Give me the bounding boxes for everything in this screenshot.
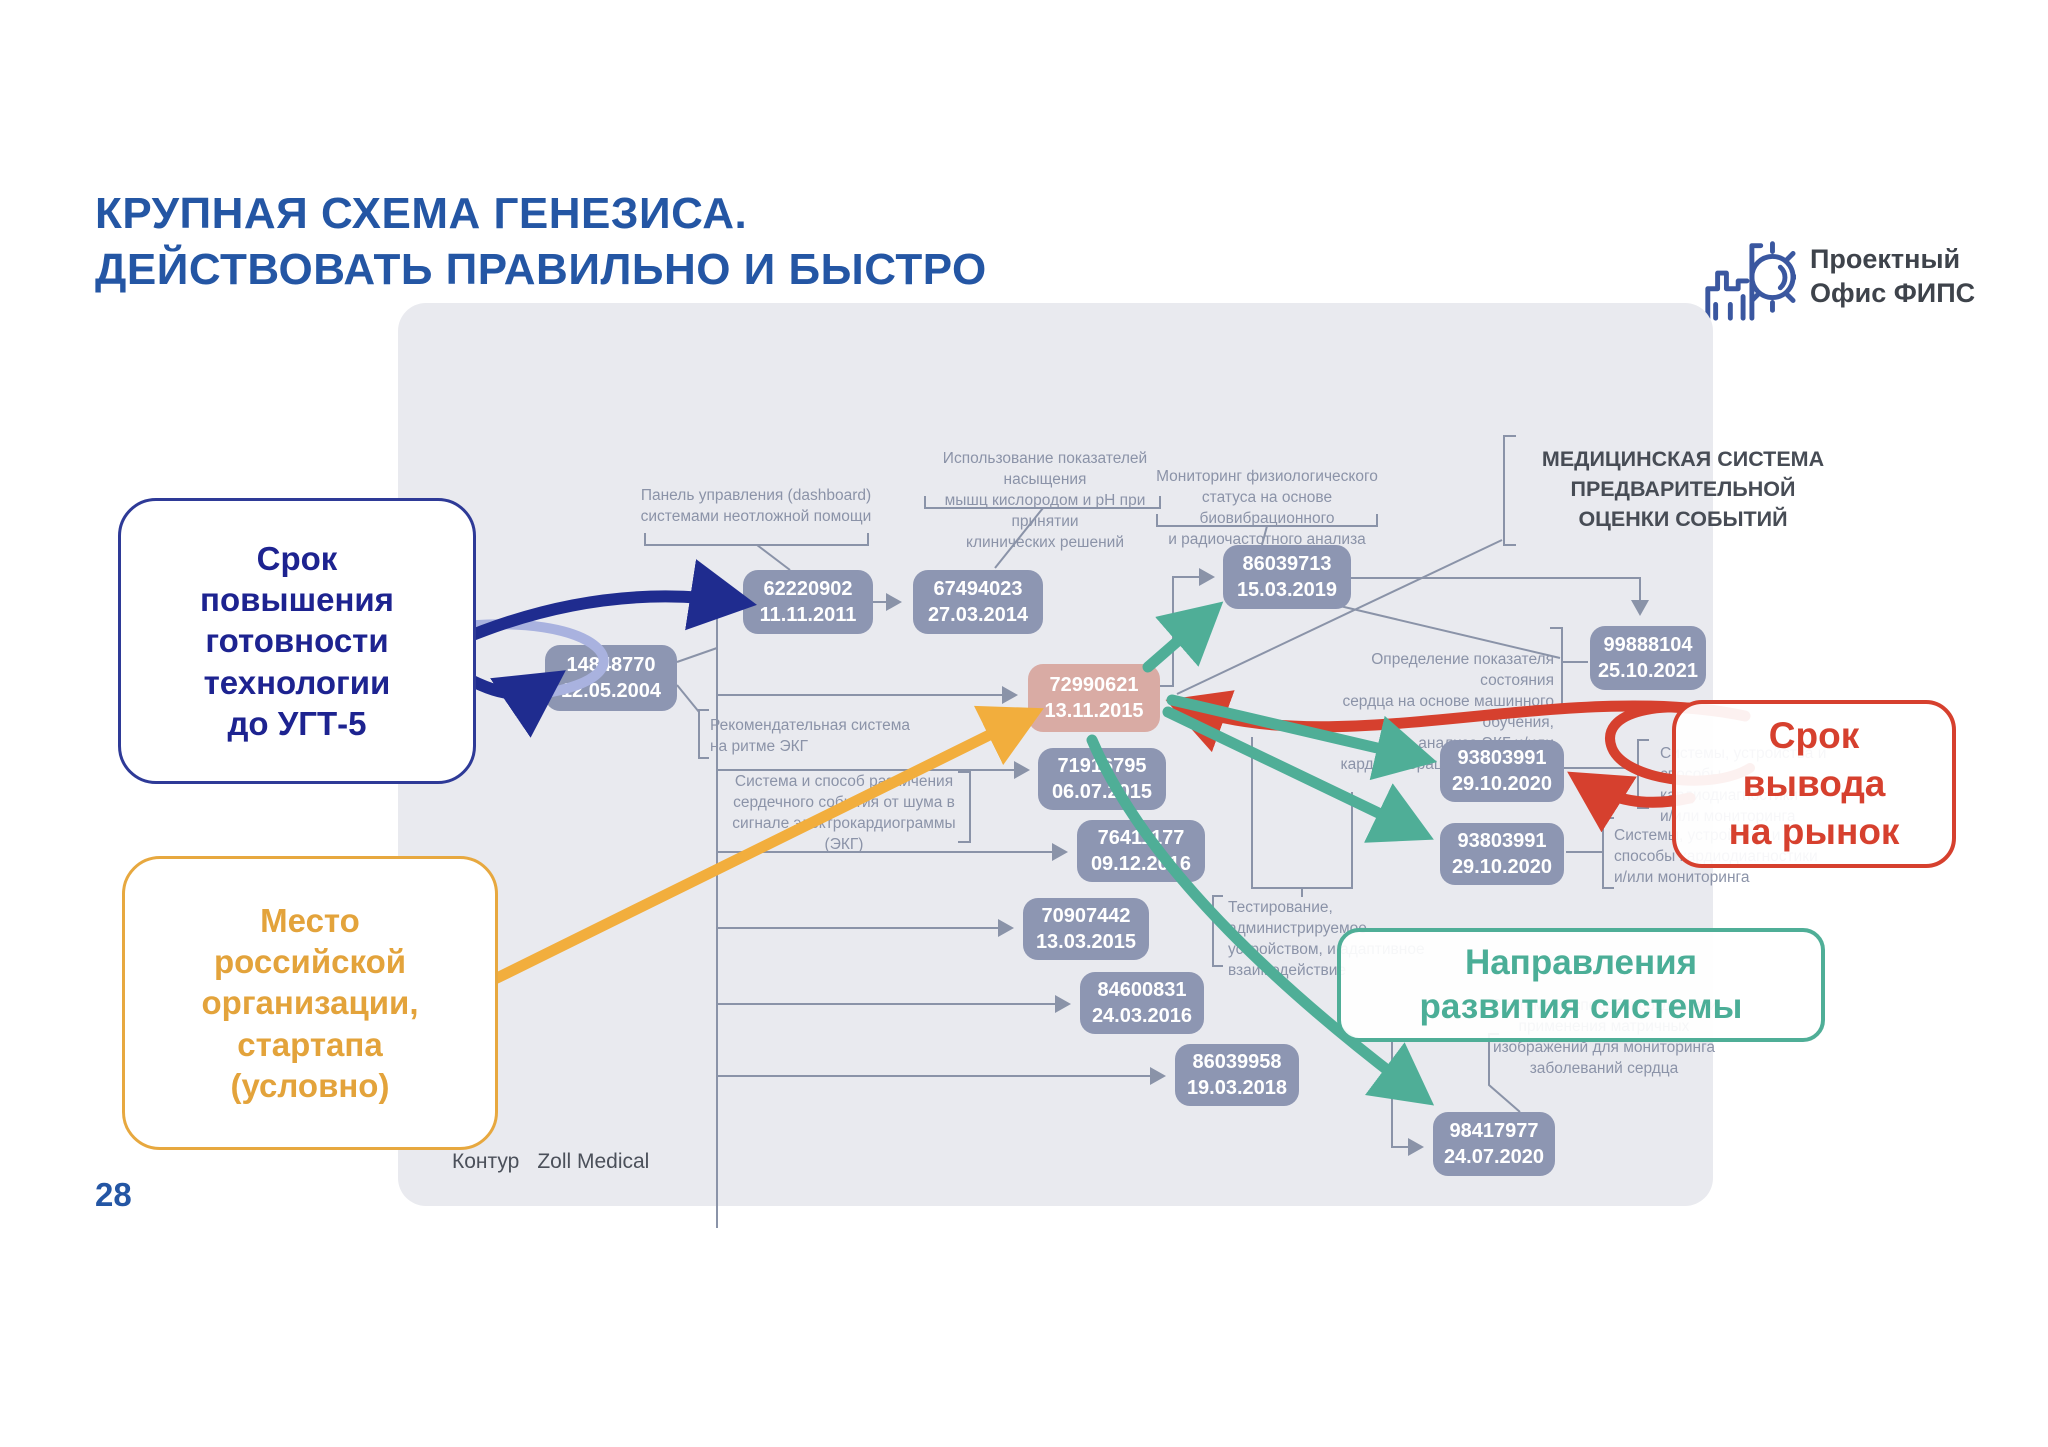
fips-logo-text: Проектный Офис ФИПС: [1810, 244, 1976, 308]
callout-startup: Место российской организации, стартапа (…: [122, 856, 498, 1150]
label-dashboard: Панель управления (dashboard) системами …: [640, 487, 872, 525]
label-noise-discrimination: Система и способ различения сердечного с…: [732, 773, 956, 853]
diagram-footer: Контур Zoll Medical: [452, 1150, 649, 1174]
page-number: 28: [95, 1176, 132, 1213]
slide-title: КРУПНАЯ СХЕМА ГЕНЕЗИСА. ДЕЙСТВОВАТЬ ПРАВ…: [95, 189, 987, 295]
callout-trl: Срок повышения готовности технологии до …: [118, 498, 476, 784]
fips-logo-icon: [1705, 241, 1796, 321]
fips-logo: Проектный Офис ФИПС: [1698, 228, 1975, 326]
callout-market: Срок вывода на рынок: [1672, 700, 1956, 868]
callout-directions: Направления развития системы: [1337, 928, 1825, 1042]
footer-kontur: Контур: [452, 1150, 520, 1173]
footer-zoll: Zoll Medical: [537, 1150, 650, 1173]
diagram-header: МЕДИЦИНСКАЯ СИСТЕМА ПРЕДВАРИТЕЛЬНОЙ ОЦЕН…: [1541, 447, 1825, 532]
label-oxygen-ph: Использование показателей насыщения мышц…: [942, 450, 1148, 551]
label-recommender-ecg: Рекомендательная система на ритме ЭКГ: [710, 717, 911, 755]
